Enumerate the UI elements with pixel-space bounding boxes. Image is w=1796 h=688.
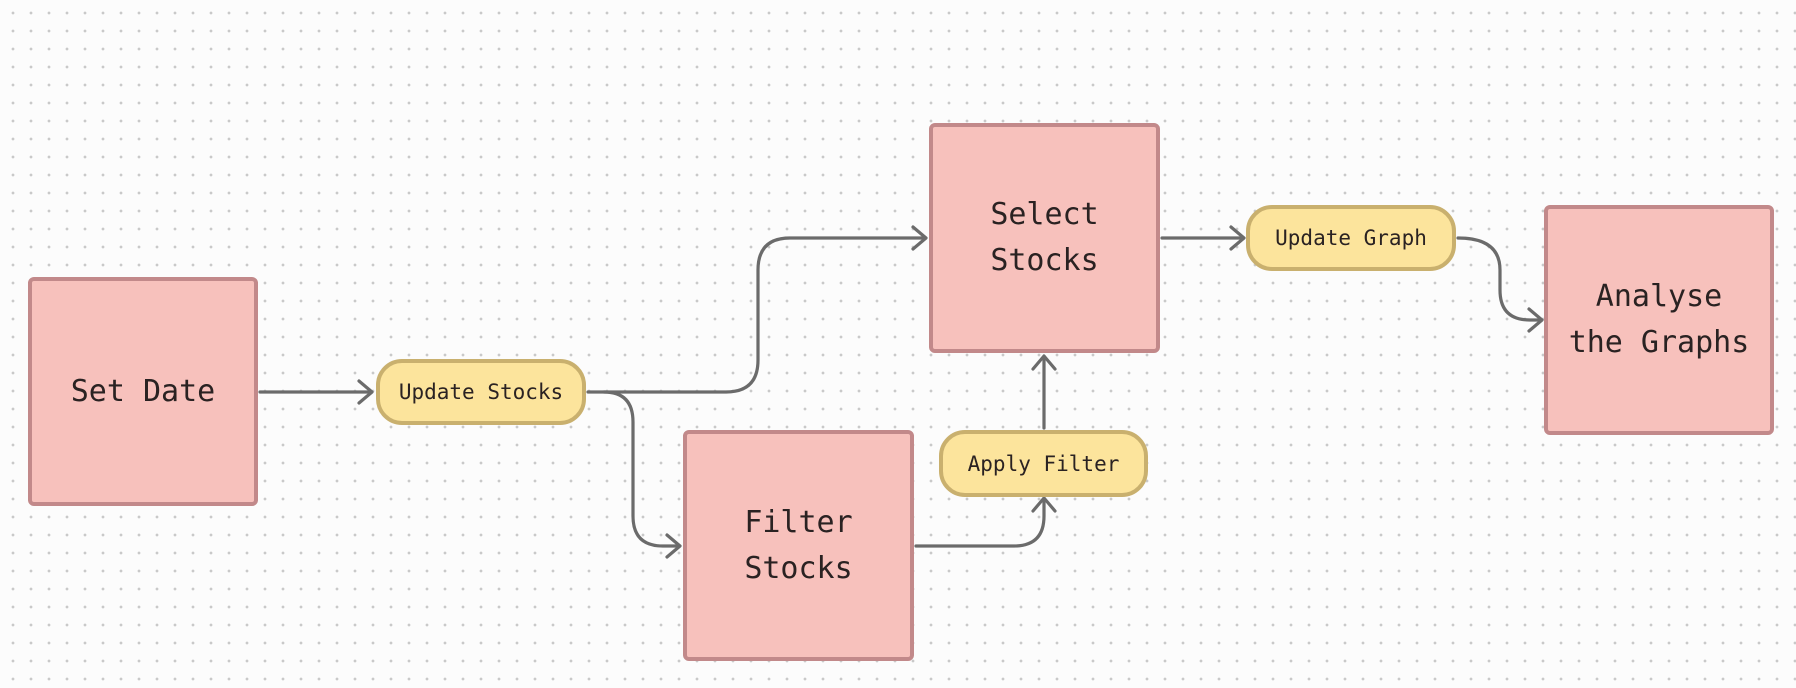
node-select-stocks[interactable]: Select Stocks bbox=[929, 123, 1160, 353]
edge-update-stocks-to-select-stocks bbox=[586, 225, 928, 394]
arrowhead-icon bbox=[911, 225, 928, 251]
node-update-stocks-label: Update Stocks bbox=[398, 380, 564, 404]
edge-set-date-to-update-stocks bbox=[258, 379, 374, 405]
node-set-date[interactable]: Set Date bbox=[28, 277, 258, 506]
node-set-date-label: Set Date bbox=[70, 373, 216, 409]
node-select-stocks-label: Select Stocks bbox=[990, 197, 1099, 278]
node-filter-stocks[interactable]: Filter Stocks bbox=[683, 430, 914, 661]
node-update-graph[interactable]: Update Graph bbox=[1246, 205, 1456, 271]
node-analyse-graphs-label: Analyse the Graphs bbox=[1568, 279, 1750, 360]
node-apply-filter[interactable]: Apply Filter bbox=[939, 430, 1148, 497]
arrowhead-icon bbox=[1229, 225, 1246, 251]
arrowhead-icon bbox=[1527, 307, 1544, 333]
arrowhead-icon bbox=[665, 533, 682, 559]
edge-update-stocks-to-filter-stocks bbox=[602, 390, 682, 559]
edge-update-graph-to-analyse-graphs bbox=[1456, 236, 1544, 333]
arrowhead-icon bbox=[1031, 496, 1057, 513]
arrowhead-icon bbox=[1031, 354, 1057, 371]
node-analyse-graphs[interactable]: Analyse the Graphs bbox=[1544, 205, 1774, 435]
edge-filter-stocks-to-apply-filter bbox=[914, 496, 1057, 548]
node-filter-stocks-label: Filter Stocks bbox=[744, 504, 853, 586]
arrowhead-icon bbox=[357, 379, 374, 405]
node-update-stocks[interactable]: Update Stocks bbox=[376, 359, 586, 425]
edge-apply-filter-to-select-stocks bbox=[1031, 354, 1057, 430]
node-update-graph-label: Update Graph bbox=[1275, 226, 1427, 250]
node-apply-filter-label: Apply Filter bbox=[967, 451, 1120, 476]
edge-select-stocks-to-update-graph bbox=[1160, 225, 1246, 251]
